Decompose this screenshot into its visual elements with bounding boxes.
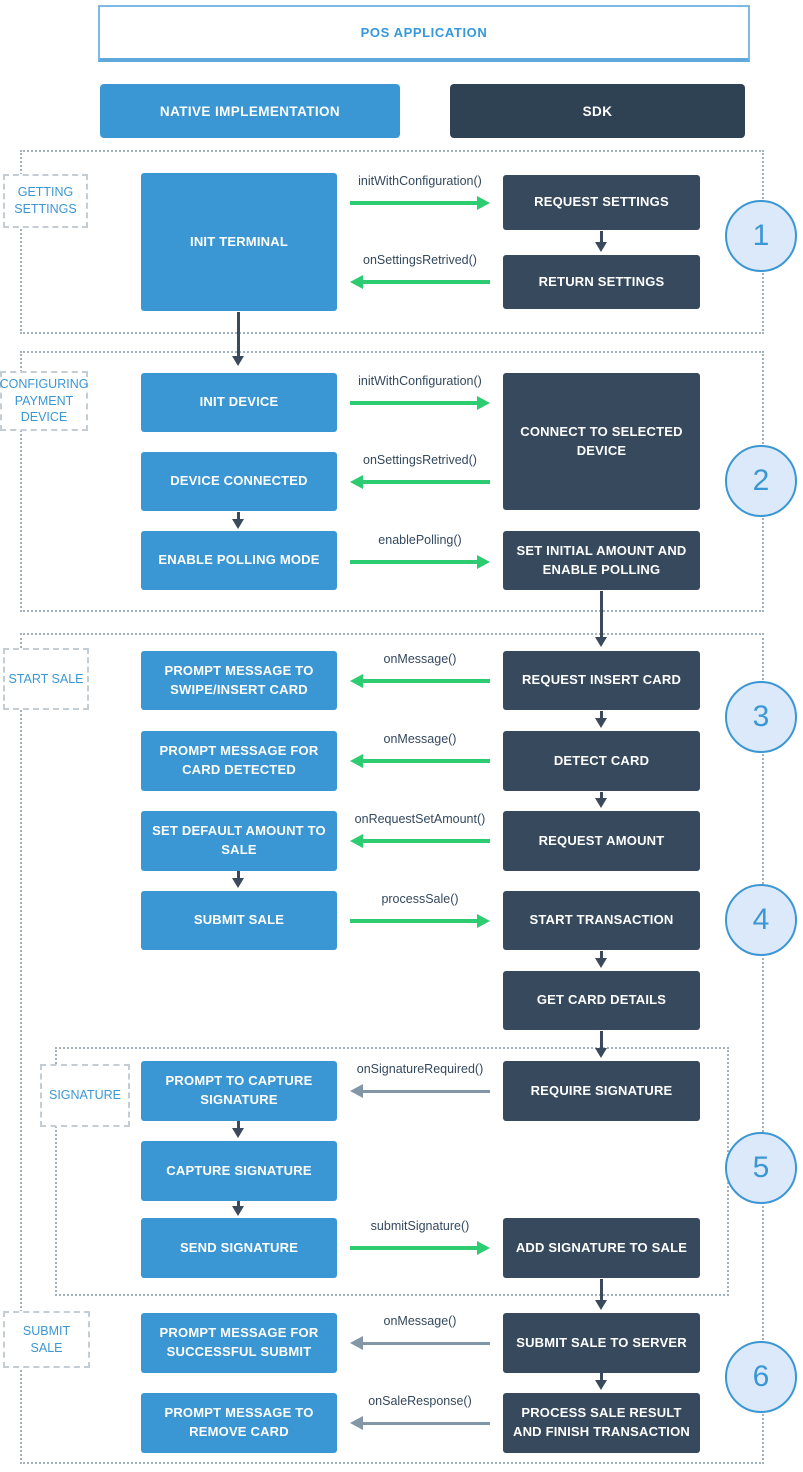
arrow-onmessage-1	[350, 674, 490, 688]
arrow-initwithconfiguration-1	[350, 196, 490, 210]
call-label-onmessage-2: onMessage()	[383, 732, 457, 746]
arrow-device-connected-to-enable-polling	[232, 512, 244, 529]
node-prompt-capture-signature: PROMPT TO CAPTURE SIGNATURE	[141, 1061, 337, 1121]
node-prompt-card-detected: PROMPT MESSAGE FOR CARD DETECTED	[141, 731, 337, 791]
pos-application-title: POS APPLICATION	[98, 5, 750, 62]
node-request-settings: REQUEST SETTINGS	[503, 175, 700, 230]
section-sale-flow	[20, 633, 764, 1464]
call-label-onsettingsretrived-1: onSettingsRetrived()	[363, 253, 477, 267]
step-circle-6: 6	[725, 1341, 797, 1413]
call-label-onmessage-1: onMessage()	[383, 652, 457, 666]
section-label-submit-sale: SUBMIT SALE	[3, 1311, 90, 1368]
call-label-onrequestsetamount: onRequestSetAmount()	[354, 812, 486, 826]
step-circle-3: 3	[725, 681, 797, 753]
node-device-connected: DEVICE CONNECTED	[141, 452, 337, 511]
arrow-onmessage-2	[350, 754, 490, 768]
node-submit-sale: SUBMIT SALE	[141, 891, 337, 950]
arrow-add-signature-to-submit-sale-server	[595, 1279, 607, 1310]
arrow-init-terminal-to-init-device	[232, 312, 244, 366]
node-set-initial-amount-enable-polling: SET INITIAL AMOUNT AND ENABLE POLLING	[503, 531, 700, 590]
arrow-onsignaturerequired	[350, 1084, 490, 1098]
node-set-default-amount: SET DEFAULT AMOUNT TO SALE	[141, 811, 337, 871]
node-detect-card: DETECT CARD	[503, 731, 700, 791]
node-process-sale-result: PROCESS SALE RESULT AND FINISH TRANSACTI…	[503, 1393, 700, 1453]
node-connect-to-selected-device: CONNECT TO SELECTED DEVICE	[503, 373, 700, 510]
node-send-signature: SEND SIGNATURE	[141, 1218, 337, 1278]
arrow-prompt-capture-to-capture-signature	[232, 1121, 244, 1138]
section-label-getting-settings: GETTING SETTINGS	[3, 174, 88, 228]
step-circle-4: 4	[725, 884, 797, 956]
call-label-enablepolling: enablePolling()	[378, 533, 462, 547]
node-request-insert-card: REQUEST INSERT CARD	[503, 651, 700, 710]
arrow-set-default-amount-to-submit-sale	[232, 871, 244, 888]
section-label-start-sale: START SALE	[3, 648, 89, 710]
call-label-onsettingsretrived-2: onSettingsRetrived()	[363, 453, 477, 467]
step-circle-2: 2	[725, 445, 797, 517]
node-prompt-swipe-insert-card: PROMPT MESSAGE TO SWIPE/INSERT CARD	[141, 651, 337, 710]
node-get-card-details: GET CARD DETAILS	[503, 971, 700, 1030]
section-label-configuring-payment-device: CONFIGURING PAYMENT DEVICE	[0, 371, 88, 431]
column-header-native-implementation: NATIVE IMPLEMENTATION	[100, 84, 400, 138]
node-init-device: INIT DEVICE	[141, 373, 337, 432]
node-prompt-successful-submit: PROMPT MESSAGE FOR SUCCESSFUL SUBMIT	[141, 1313, 337, 1373]
arrow-enablepolling	[350, 555, 490, 569]
node-request-amount: REQUEST AMOUNT	[503, 811, 700, 871]
call-label-initwithconfiguration-1: initWithConfiguration()	[358, 174, 482, 188]
arrow-onmessage-3	[350, 1336, 490, 1350]
arrow-processsale	[350, 914, 490, 928]
step-circle-1: 1	[725, 200, 797, 272]
node-enable-polling-mode: ENABLE POLLING MODE	[141, 531, 337, 590]
call-label-onmessage-3: onMessage()	[383, 1314, 457, 1328]
node-add-signature-to-sale: ADD SIGNATURE TO SALE	[503, 1218, 700, 1278]
arrow-onsaleresponse	[350, 1416, 490, 1430]
section-label-signature: SIGNATURE	[40, 1064, 130, 1127]
call-label-onsignaturerequired: onSignatureRequired()	[356, 1062, 484, 1076]
node-prompt-remove-card: PROMPT MESSAGE TO REMOVE CARD	[141, 1393, 337, 1453]
call-label-submitsignature: submitSignature()	[370, 1219, 470, 1233]
node-start-transaction: START TRANSACTION	[503, 891, 700, 950]
arrow-onrequestsetamount	[350, 834, 490, 848]
arrow-submitsignature	[350, 1241, 490, 1255]
arrow-start-transaction-to-get-card-details	[595, 951, 607, 968]
arrow-set-initial-amount-to-request-insert-card	[595, 591, 607, 647]
arrow-request-insert-card-to-detect-card	[595, 711, 607, 728]
arrow-detect-card-to-request-amount	[595, 792, 607, 808]
arrow-onsettingsretrived-1	[350, 275, 490, 289]
arrow-submit-server-to-process-result	[595, 1373, 607, 1390]
node-init-terminal: INIT TERMINAL	[141, 173, 337, 311]
node-require-signature: REQUIRE SIGNATURE	[503, 1061, 700, 1121]
column-header-sdk: SDK	[450, 84, 745, 138]
node-capture-signature: CAPTURE SIGNATURE	[141, 1141, 337, 1201]
arrow-capture-signature-to-send-signature	[232, 1201, 244, 1216]
arrow-request-settings-to-return-settings	[595, 231, 607, 252]
node-submit-sale-to-server: SUBMIT SALE TO SERVER	[503, 1313, 700, 1373]
node-return-settings: RETURN SETTINGS	[503, 255, 700, 309]
step-circle-5: 5	[725, 1132, 797, 1204]
call-label-initwithconfiguration-2: initWithConfiguration()	[358, 374, 482, 388]
call-label-onsaleresponse: onSaleResponse()	[368, 1394, 472, 1408]
call-label-processsale: processSale()	[381, 892, 459, 906]
arrow-initwithconfiguration-2	[350, 396, 490, 410]
arrow-get-card-details-to-require-signature	[595, 1031, 607, 1058]
arrow-onsettingsretrived-2	[350, 475, 490, 489]
